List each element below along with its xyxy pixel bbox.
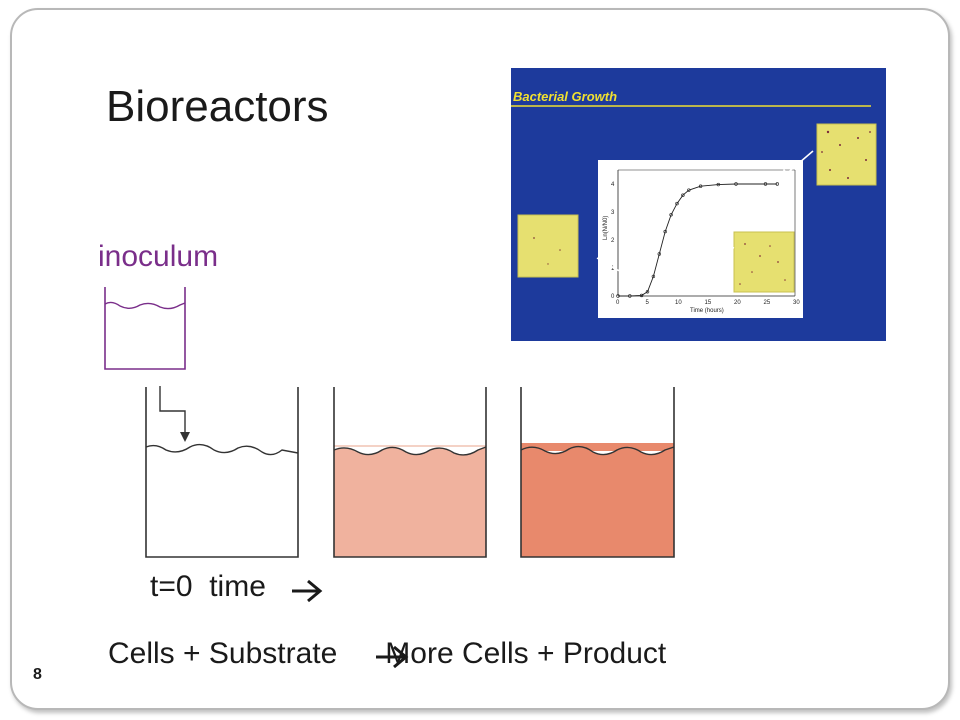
x-tick-label: 25 xyxy=(764,300,771,306)
x-tick-label: 0 xyxy=(616,300,620,306)
growth-data-point xyxy=(669,213,673,217)
y-tick-label: 0 xyxy=(611,294,615,300)
growth-data-point xyxy=(734,182,738,186)
micrograph-stationary-dots xyxy=(821,130,871,179)
page-number: 8 xyxy=(33,666,42,683)
vessel-mid-wall xyxy=(333,387,487,558)
time-label: t=0 time xyxy=(150,570,266,603)
micrograph-log-phase xyxy=(733,231,795,293)
equation-products: More Cells + Product xyxy=(385,637,667,670)
inoculum-liquid-surface xyxy=(104,301,186,310)
inoculum-vessel-wall xyxy=(104,287,186,370)
micrograph-arrows xyxy=(596,150,814,288)
time-arrow-icon xyxy=(292,579,323,603)
bioreactor-vessel-t0 xyxy=(145,387,299,558)
slide-title: Bioreactors xyxy=(106,82,329,131)
growth-data-point xyxy=(763,182,768,186)
growth-data-point xyxy=(681,193,685,197)
growth-data-point xyxy=(639,293,644,298)
growth-data-point xyxy=(675,201,679,206)
reaction-equation: Cells + Substrate More Cells + Product xyxy=(108,637,666,671)
y-tick-labels: 0 1 2 3 4 xyxy=(611,182,615,300)
growth-data-point xyxy=(616,294,620,298)
vessel-late-fill xyxy=(521,446,674,557)
bioreactor-vessel-late xyxy=(520,387,675,558)
y-tick-label: 4 xyxy=(611,182,615,188)
growth-figure-title: Bacterial Growth xyxy=(513,89,617,104)
y-tick-label: 1 xyxy=(611,266,615,272)
micrograph-log-dots xyxy=(739,243,786,285)
equation-arrow-icon xyxy=(376,645,409,669)
micrograph-stationary-phase xyxy=(816,123,877,186)
growth-data-point xyxy=(663,229,667,234)
growth-data-point xyxy=(628,294,632,298)
bacterial-growth-figure: Bacterial Growth 0 5 10 15 20 25 30 0 1 2 3 4 Time… xyxy=(511,68,886,341)
y-tick-label: 3 xyxy=(611,210,615,216)
growth-data-point xyxy=(775,182,779,186)
x-tick-label: 20 xyxy=(734,300,741,306)
micrograph-lag-phase xyxy=(517,214,579,278)
x-tick-label: 15 xyxy=(705,300,712,306)
y-axis-label: Ln(N/N0) xyxy=(603,216,609,240)
growth-data-point xyxy=(651,274,656,279)
vessel-late-surface xyxy=(520,445,675,456)
transfer-arrow xyxy=(159,386,190,442)
x-tick-label: 5 xyxy=(646,300,650,306)
equation-reactants: Cells + Substrate xyxy=(108,637,338,670)
bioreactor-vessel-mid xyxy=(333,387,487,558)
growth-curve xyxy=(618,183,778,297)
growth-data-point xyxy=(687,188,691,192)
vessel-mid-surface xyxy=(333,446,487,456)
x-axis-label: Time (hours) xyxy=(690,308,724,314)
x-tick-label: 30 xyxy=(793,300,800,306)
x-tick-labels: 0 5 10 15 20 25 30 xyxy=(616,300,800,306)
vessel-t0-wall xyxy=(145,387,299,558)
growth-plot-axes xyxy=(617,169,796,297)
growth-data-points xyxy=(616,182,779,298)
vessel-late-headspace-fill xyxy=(521,443,674,451)
inoculum-label: inoculum xyxy=(98,240,219,273)
vessel-t0-surface xyxy=(145,443,299,456)
x-tick-label: 10 xyxy=(675,300,682,306)
micrograph-lag-dots xyxy=(533,237,561,265)
growth-data-point xyxy=(657,252,661,256)
growth-data-point xyxy=(698,184,703,188)
y-tick-label: 2 xyxy=(611,238,615,244)
growth-data-point xyxy=(716,182,720,187)
vessel-mid-fill xyxy=(334,447,486,557)
inoculum-vessel xyxy=(104,287,186,370)
growth-data-point xyxy=(645,290,650,294)
vessel-late-wall xyxy=(520,387,675,558)
